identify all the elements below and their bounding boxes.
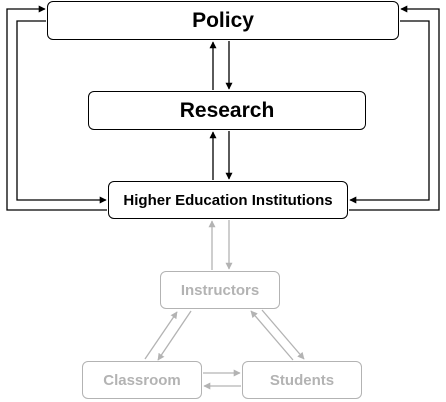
- edge-hei-to-policy-right: [349, 5, 440, 211]
- node-policy: Policy: [47, 1, 399, 40]
- edge-instructors-to-students: [261, 309, 305, 360]
- edge-policy-to-hei-left: [16, 20, 107, 204]
- edge-classroom-to-instructors: [144, 311, 178, 360]
- edge-instructors-to-classroom: [157, 310, 192, 361]
- node-classroom: Classroom: [82, 361, 202, 399]
- node-instructors: Instructors: [160, 271, 280, 309]
- node-research: Research: [88, 91, 366, 130]
- edge-hei-to-policy: [6, 5, 107, 211]
- node-higher-education-institutions: Higher Education Institutions: [108, 181, 348, 219]
- node-students: Students: [242, 361, 362, 399]
- edge-students-to-instructors: [250, 310, 294, 361]
- edge-policy-to-hei-right: [349, 20, 430, 204]
